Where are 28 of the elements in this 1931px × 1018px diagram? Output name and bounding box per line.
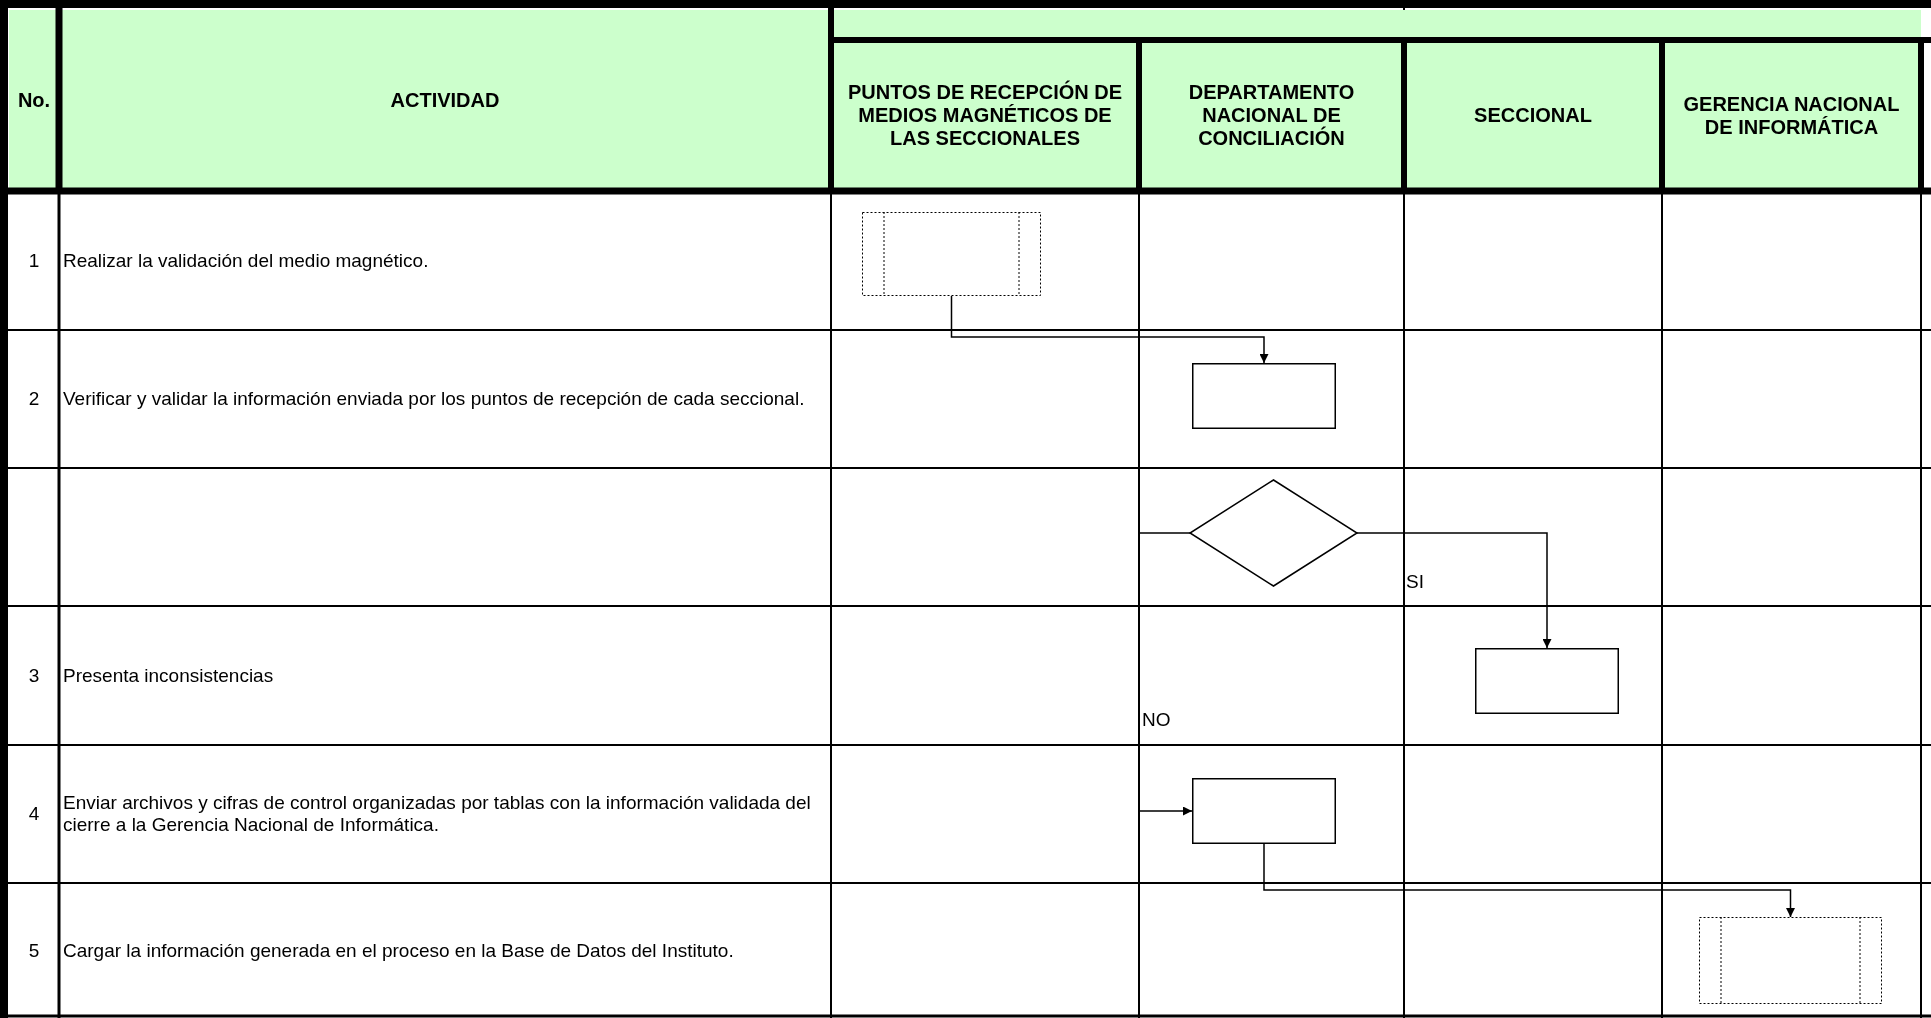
row-number: 3 <box>28 664 40 687</box>
predefined-process-box <box>1699 916 1882 1005</box>
column-header: DEPARTAMENTO NACIONAL DE CONCILIACIÓN <box>1187 81 1356 150</box>
process-box <box>1192 778 1336 844</box>
row-number: 5 <box>28 939 40 962</box>
row-number: 4 <box>28 803 40 825</box>
column-header: SECCIONAL <box>1474 104 1592 127</box>
activity-text: Enviar archivos y cifras de control organizadas por tablas con la información validada del cierre a la Gerencia Nacional de Informática. <box>63 792 812 836</box>
edge-label: SI <box>1406 571 1424 593</box>
arrow <box>1263 843 1795 918</box>
arrow <box>950 295 1269 364</box>
activity-text: Presenta inconsistencias <box>63 664 274 687</box>
column-header: No. <box>17 89 51 112</box>
column-header: GERENCIA NACIONAL DE INFORMÁTICA <box>1682 92 1901 139</box>
decision-diamond <box>1188 479 1359 587</box>
arrow <box>1356 532 1552 649</box>
process-box <box>1475 648 1619 714</box>
activity-text: Realizar la validación del medio magnético. <box>63 249 429 272</box>
process-box <box>1192 363 1336 429</box>
activity-text: Verificar y validar la información enviada por los puntos de recepción de cada seccional. <box>63 388 805 410</box>
activity-text: Cargar la información generada en el proceso en la Base de Datos del Instituto. <box>63 939 734 962</box>
column-header: ACTIVIDAD <box>390 89 500 112</box>
predefined-process-box <box>862 211 1041 297</box>
row-number: 1 <box>28 249 40 272</box>
edge-label: NO <box>1142 709 1171 731</box>
row-number: 2 <box>28 388 40 410</box>
arrow <box>1138 532 1193 816</box>
column-header: PUNTOS DE RECEPCIÓN DE MEDIOS MAGNÉTICOS DE LAS SECCIONALES <box>846 81 1124 150</box>
